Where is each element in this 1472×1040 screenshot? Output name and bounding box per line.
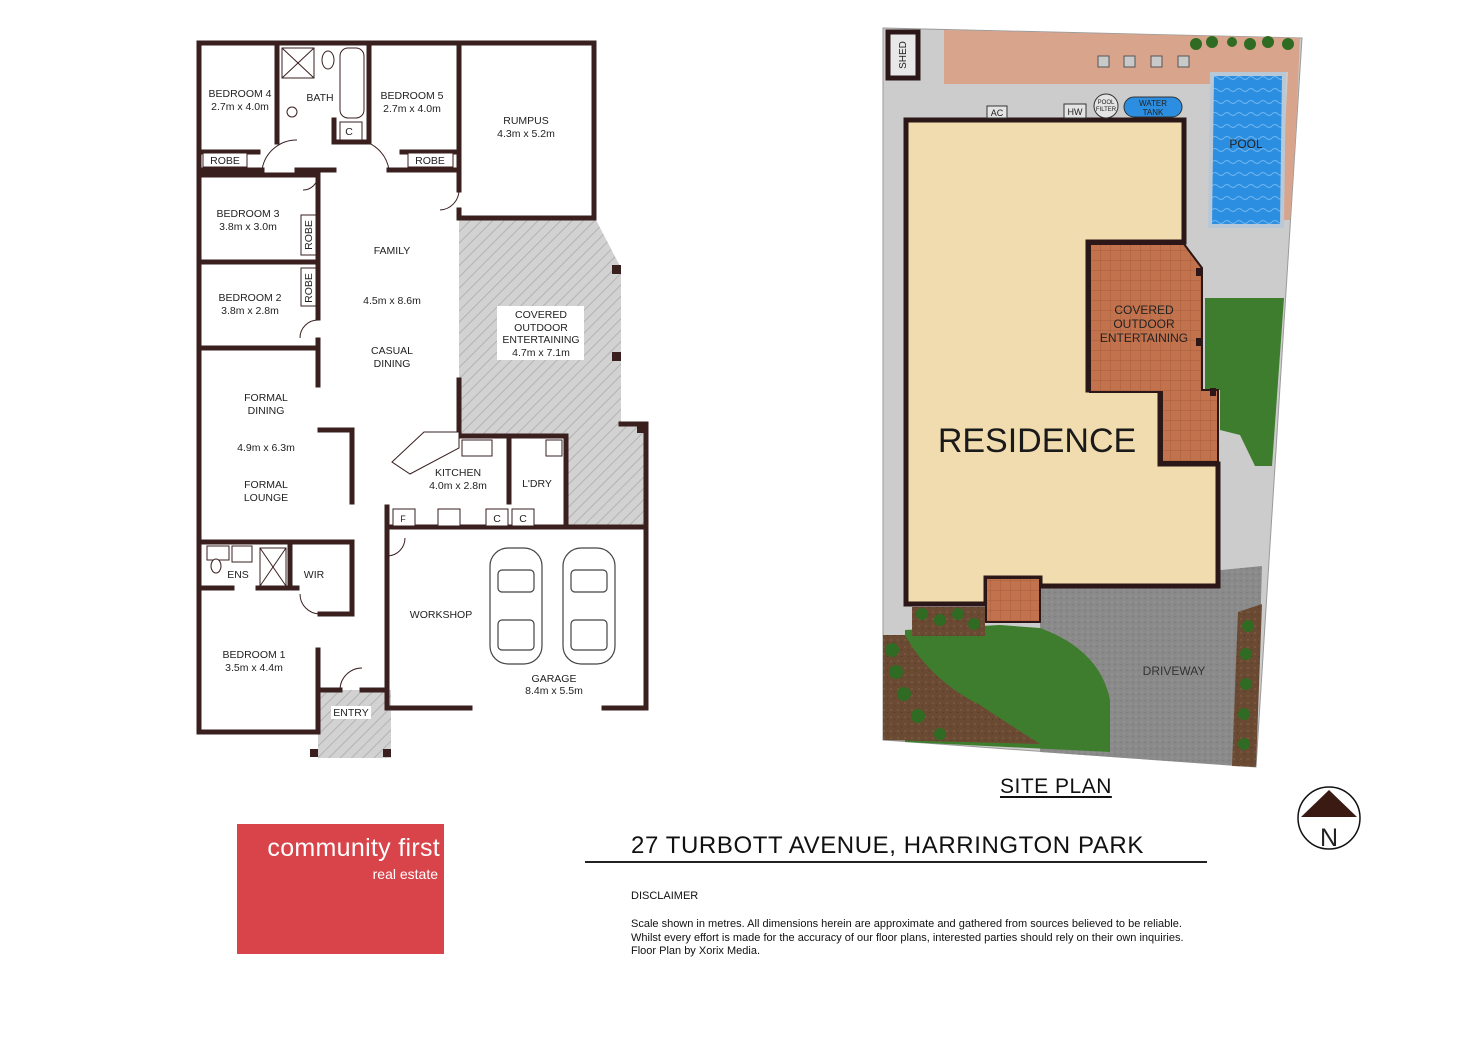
bedroom2-size: 3.8m x 2.8m xyxy=(221,305,279,317)
agency-logo: community first real estate xyxy=(237,824,444,954)
family-name: FAMILY xyxy=(374,245,411,257)
hw-label: HW xyxy=(1068,107,1083,117)
property-address: 27 TURBOTT AVENUE, HARRINGTON PARK xyxy=(631,832,1144,859)
bath-name: BATH xyxy=(306,92,333,104)
site-plan-title: SITE PLAN xyxy=(1000,775,1112,798)
bedroom4-size: 2.7m x 4.0m xyxy=(211,101,269,113)
stepping-stones xyxy=(1097,55,1190,68)
covered-line3: ENTERTAINING xyxy=(502,334,579,346)
kitchen-name: KITCHEN xyxy=(435,467,481,479)
robe-boxes xyxy=(202,152,454,307)
disclaimer-line-2: Whilst every effort is made for the accu… xyxy=(631,931,1184,944)
water-tank-label-2: TANK xyxy=(1143,108,1164,117)
garage-size: 8.4m x 5.5m xyxy=(525,685,583,697)
casual-label: CASUAL xyxy=(371,345,413,357)
dining-label: DINING xyxy=(374,358,411,370)
rumpus-name: RUMPUS xyxy=(503,115,549,127)
covered-line2: OUTDOOR xyxy=(514,322,568,334)
covered-line1: COVERED xyxy=(515,309,567,321)
bedroom3-size: 3.8m x 3.0m xyxy=(219,221,277,233)
covered-outdoor xyxy=(1089,243,1219,463)
ensuite-name: ENS xyxy=(227,569,249,581)
garage-name: GARAGE xyxy=(532,673,577,685)
door-swings xyxy=(261,139,460,691)
robe-label-b2: ROBE xyxy=(303,273,315,303)
shed xyxy=(885,29,921,81)
compass-north: N xyxy=(1320,824,1338,852)
wir-name: WIR xyxy=(304,569,325,581)
walls xyxy=(196,40,649,735)
pool-filter-label-2: FILTER xyxy=(1096,107,1117,113)
residence-label: RESIDENCE xyxy=(938,422,1136,460)
bedroom1-size: 3.5m x 4.4m xyxy=(225,662,283,674)
paver-east xyxy=(1282,130,1296,220)
entry-name: ENTRY xyxy=(333,707,368,719)
site-covered-1: COVERED xyxy=(1114,303,1174,317)
address-divider xyxy=(585,861,1207,863)
bedroom3-name: BEDROOM 3 xyxy=(216,208,279,220)
formal-lounge-line2: LOUNGE xyxy=(244,492,288,504)
bedroom5-size: 2.7m x 4.0m xyxy=(383,103,441,115)
logo-subtitle: real estate xyxy=(372,866,438,882)
shrubs xyxy=(885,36,1294,750)
porch xyxy=(985,577,1041,623)
bedroom2-name: BEDROOM 2 xyxy=(218,292,281,304)
driveway-label: DRIVEWAY xyxy=(1143,664,1206,678)
shed-label: SHED xyxy=(898,41,909,69)
workshop-name: WORKSHOP xyxy=(410,609,472,621)
site-covered-3: ENTERTAINING xyxy=(1100,331,1188,345)
fixtures xyxy=(206,47,563,587)
ac-label: AC xyxy=(991,108,1004,118)
bedroom4-name: BEDROOM 4 xyxy=(208,88,271,100)
formal-dining-size: 4.9m x 6.3m xyxy=(237,442,295,454)
pool-filter-label-1: POOL xyxy=(1098,100,1115,106)
service-boxes xyxy=(986,93,1183,119)
garage-cars xyxy=(489,547,616,665)
logo-name: community first xyxy=(267,834,440,862)
posts xyxy=(310,265,646,757)
floor-plan: BEDROOM 4 2.7m x 4.0m BATH BEDROOM 5 2.7… xyxy=(196,40,649,758)
formal-lounge-line1: FORMAL xyxy=(244,479,288,491)
compass: N xyxy=(1297,786,1361,852)
formal-dining-line2: DINING xyxy=(248,405,285,417)
bedroom5-name: BEDROOM 5 xyxy=(380,90,443,102)
pool-label: POOL xyxy=(1229,137,1263,151)
bath-cupboard-label: C xyxy=(345,126,353,138)
compass-arrow-icon xyxy=(1301,790,1357,817)
disclaimer-line-3: Floor Plan by Xorix Media. xyxy=(631,945,760,957)
formal-dining-line1: FORMAL xyxy=(244,392,288,404)
entry-label-bg xyxy=(331,706,371,719)
paver-area xyxy=(944,30,1300,130)
site-plan: SHED AC HW POOL FILTER WATER TANK POOL C… xyxy=(882,27,1303,768)
lawn-east xyxy=(1205,298,1284,466)
rumpus-size: 4.3m x 5.2m xyxy=(497,128,555,140)
covered-label-bg xyxy=(497,306,584,360)
disclaimer-line-1: Scale shown in metres. All dimensions he… xyxy=(631,918,1182,930)
family-size: 4.5m x 8.6m xyxy=(363,295,421,307)
gate-posts xyxy=(1196,268,1216,396)
kitchen-cupboard-2: C xyxy=(519,513,527,525)
kitchen-cupboard-1: C xyxy=(493,513,501,525)
water-tank-label-1: WATER xyxy=(1139,99,1167,108)
entry-floor xyxy=(318,690,391,758)
disclaimer-body: Scale shown in metres. All dimensions he… xyxy=(631,918,1231,959)
garden-bed-north xyxy=(912,607,985,636)
kitchen-size: 4.0m x 2.8m xyxy=(429,480,487,492)
covered-size: 4.7m x 7.1m xyxy=(512,347,570,359)
robe-label-b4: ROBE xyxy=(210,155,240,167)
laundry-name: L'DRY xyxy=(522,478,552,490)
disclaimer-title: DISCLAIMER xyxy=(631,890,699,902)
robe-label-b5: ROBE xyxy=(415,155,445,167)
site-covered-2: OUTDOOR xyxy=(1113,317,1175,331)
fridge-label: F xyxy=(400,514,406,524)
pool xyxy=(1207,72,1287,228)
compass-ring xyxy=(1297,786,1361,850)
covered-outdoor-floor xyxy=(459,218,646,527)
robe-label-b3: ROBE xyxy=(303,220,315,250)
bedroom1-name: BEDROOM 1 xyxy=(222,649,285,661)
